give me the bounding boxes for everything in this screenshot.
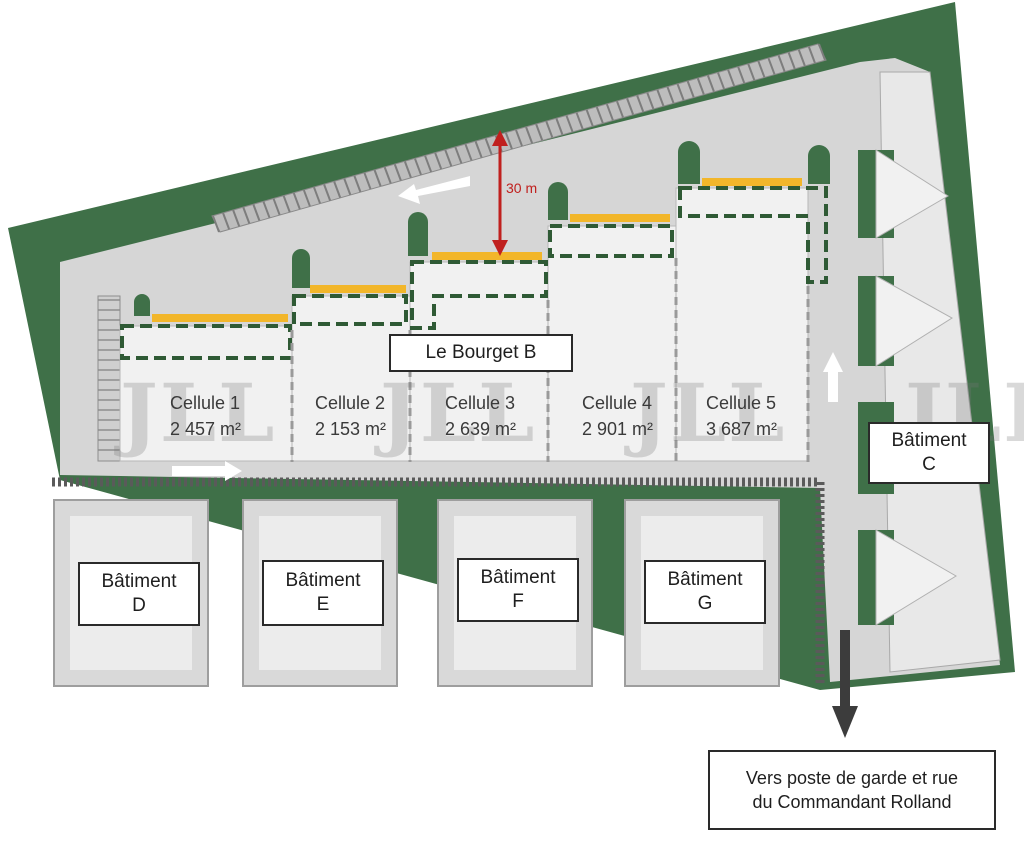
left-parking-bays [98,299,120,451]
traffic-arrow-icon [172,176,843,481]
jll-logo-icon: JLL [380,366,537,460]
main-building-label: Le Bourget B [389,334,573,372]
jll-logo-icon: JLL [120,366,277,460]
jll-logo-icon: JLL [630,366,787,460]
exit-arrow-icon [832,630,858,738]
dimension-arrow-icon [492,130,508,256]
parking-bays [212,43,826,233]
gravel-road [52,477,825,686]
yard-depth-label: 30 m [506,180,538,196]
